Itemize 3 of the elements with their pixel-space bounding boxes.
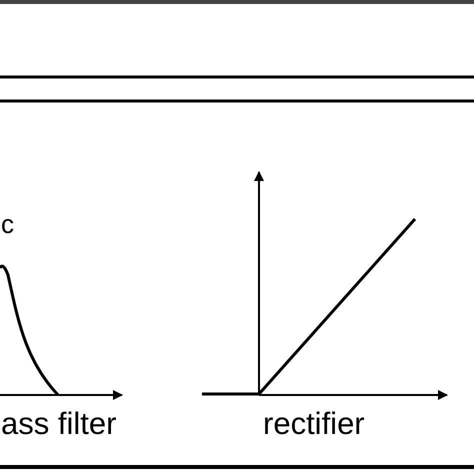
- plot-caption: ass filter: [1, 408, 116, 439]
- plot-caption: rectifier: [263, 408, 365, 439]
- cutoff-label: c: [1, 211, 14, 237]
